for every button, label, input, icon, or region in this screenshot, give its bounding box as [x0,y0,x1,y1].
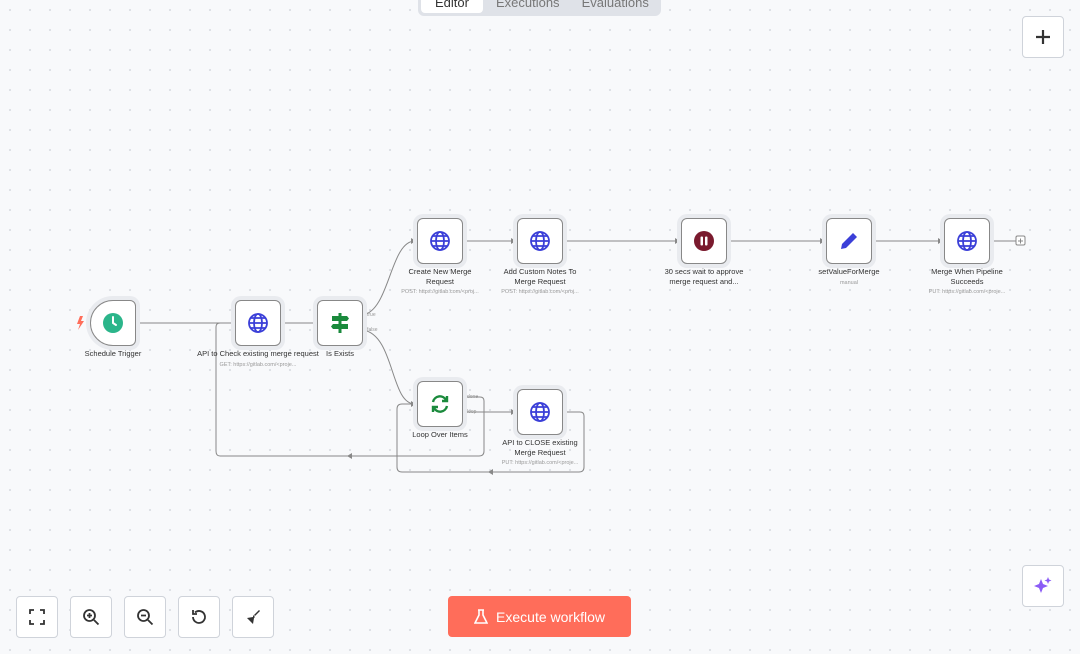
tab-evaluations[interactable]: Evaluations [581,0,649,10]
signpost-icon [331,313,349,333]
globe-icon [248,313,268,333]
node-label: Is Exists [275,349,405,359]
execute-workflow-button[interactable]: Execute workflow [448,596,631,637]
add-node-button[interactable] [1022,16,1064,58]
node-api-check[interactable] [235,300,281,346]
node-wait[interactable] [681,218,727,264]
clock-icon [103,313,123,333]
node-subtitle: PUT: https://gitlab.com/<proje... [501,460,579,466]
node-schedule-trigger[interactable] [90,300,136,346]
sparkle-icon [1034,577,1052,593]
plus-icon [1036,30,1050,44]
globe-icon [530,231,550,251]
node-subtitle: manual [839,279,859,286]
node-title: 30 secs wait to approve merge request an… [664,267,744,286]
globe-icon [430,231,450,251]
edge [362,240,416,316]
node-title: Is Exists [326,349,354,358]
node-subtitle: PUT: https://gitlab.com/<proje... [928,289,1006,295]
node-title: API to CLOSE existing Merge Request [502,438,578,457]
node-merge-when-pipeline[interactable] [944,218,990,264]
edge [362,329,416,405]
zoom-out-button[interactable] [124,596,166,638]
port-label-true: true [367,312,376,318]
node-label: Schedule Trigger [48,349,178,359]
node-subtitle: GET: https://gitlab.com/<proje... [219,361,297,368]
node-subtitle: POST: https://gitlab.com/<proj... [501,289,579,295]
node-create-merge-request[interactable] [417,218,463,264]
node-is-exists[interactable] [317,300,363,346]
node-api-close[interactable] [517,389,563,435]
tab-executions[interactable]: Executions [495,0,560,10]
broom-icon [247,610,260,624]
zoom-in-button[interactable] [70,596,112,638]
node-subtitle: POST: https://gitlab.com/<proj... [401,289,479,295]
node-label: 30 secs wait to approve merge request an… [639,267,769,286]
node-label: Loop Over Items [375,430,505,440]
globe-icon [530,402,550,422]
fit-view-icon [29,609,45,625]
node-label: setValueForMerge manual [784,267,914,287]
node-title: Loop Over Items [412,430,468,439]
reset-zoom-button[interactable] [178,596,220,638]
node-title: API to Check existing merge request [197,349,319,358]
ai-assistant-button[interactable] [1022,565,1064,607]
tidy-up-button[interactable] [232,596,274,638]
lightning-icon [77,316,84,330]
flask-icon [474,608,489,624]
execute-workflow-label: Execute workflow [496,608,605,625]
refresh-icon [431,395,449,413]
node-loop-over-items[interactable] [417,381,463,427]
view-tabs: Editor Executions Evaluations [418,0,661,16]
tab-editor[interactable]: Editor [421,0,483,13]
node-title: setValueForMerge [818,267,880,276]
pencil-icon [841,233,857,249]
node-title: Schedule Trigger [84,349,142,358]
node-title: Add Custom Notes To Merge Request [503,267,577,286]
port-label-loop: loop [467,409,477,415]
node-title: Merge When Pipeline Succeeds [931,267,1003,286]
zoom-out-icon [137,609,154,626]
port-label-done: done [467,394,479,400]
globe-icon [957,231,977,251]
undo-icon [192,610,206,624]
node-set-value[interactable] [826,218,872,264]
node-title: Create New Merge Request [408,267,472,286]
zoom-to-fit-button[interactable] [16,596,58,638]
port-label-false: false [367,327,378,333]
node-add-custom-notes[interactable] [517,218,563,264]
pause-icon [694,231,714,251]
zoom-in-icon [83,609,100,626]
